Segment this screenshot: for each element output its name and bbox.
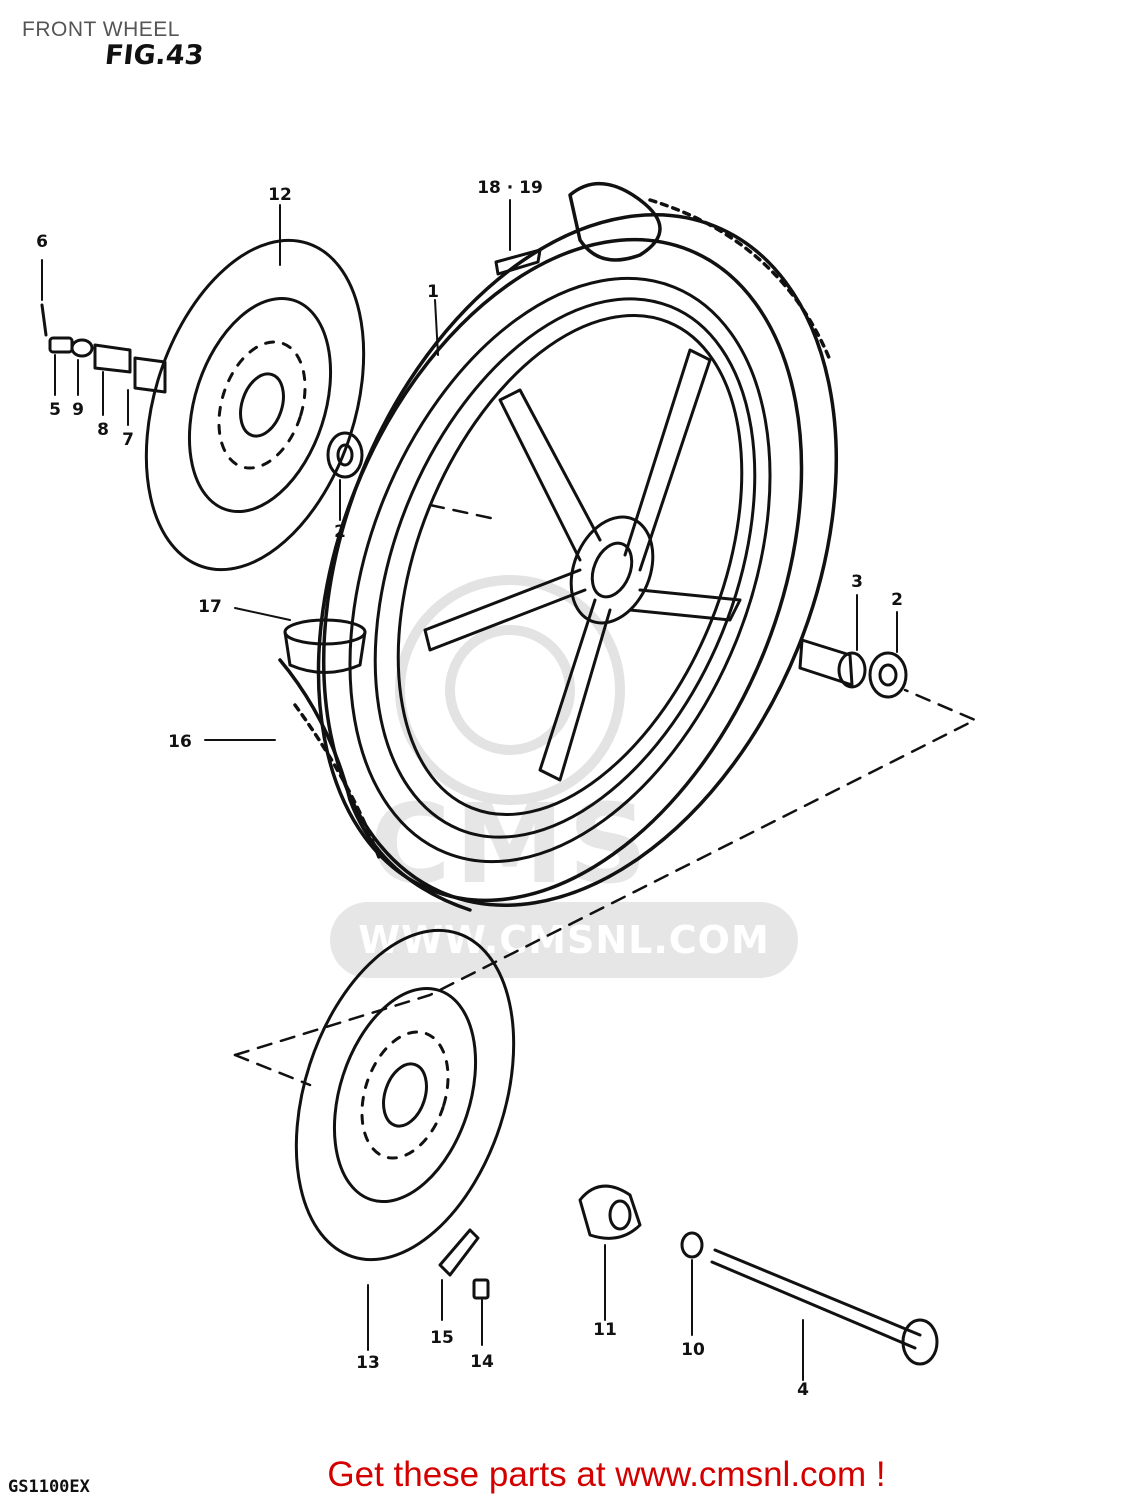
- balancer-weight: [494, 248, 542, 276]
- shop-link-text[interactable]: Get these parts at www.cmsnl.com !: [327, 1455, 886, 1494]
- callout-5: 5: [49, 400, 61, 420]
- page-title: FRONT WHEEL: [22, 18, 180, 41]
- wheel-bearing-left: [326, 431, 364, 479]
- disc-bolt: [438, 1228, 490, 1300]
- brake-disc-right: [294, 928, 516, 1262]
- callout-6: 6: [36, 232, 48, 252]
- callout-14: 14: [470, 1352, 494, 1372]
- speedometer-spacer: [578, 1184, 642, 1240]
- callout-2-right: 2: [891, 590, 903, 610]
- callout-2-left: 2: [334, 522, 346, 542]
- shop-link[interactable]: Get these parts at www.cmsnl.com !: [0, 1455, 1123, 1495]
- callout-13: 13: [356, 1353, 380, 1373]
- callout-16: 16: [168, 732, 192, 752]
- axle-hardware-left: [40, 303, 167, 394]
- axle-washer: [680, 1231, 704, 1259]
- callout-10: 10: [681, 1340, 705, 1360]
- wheel-hub: [569, 515, 655, 625]
- valve-cap: [283, 618, 367, 674]
- callout-7: 7: [122, 430, 134, 450]
- callout-15: 15: [430, 1328, 454, 1348]
- tire: [278, 182, 838, 912]
- brake-disc-left: [144, 238, 366, 572]
- wheel-spokes: [423, 348, 742, 782]
- callout-3: 3: [851, 572, 863, 592]
- callout-4: 4: [797, 1380, 809, 1400]
- model-code: GS1100EX: [8, 1477, 90, 1497]
- callout-17: 17: [198, 597, 222, 617]
- callout-18-19: 18 · 19: [477, 178, 543, 198]
- callout-8: 8: [97, 420, 109, 440]
- front-axle: [710, 1248, 939, 1366]
- wheel-rim: [348, 276, 772, 864]
- axle-spacer-right: [798, 638, 908, 699]
- watermark-url: WWW.CMSNL.COM: [330, 902, 798, 978]
- callout-1: 1: [427, 282, 439, 302]
- leader-lines: [41, 199, 898, 1381]
- assembly-guide-lines: [233, 503, 977, 1087]
- callout-12: 12: [268, 185, 292, 205]
- callout-11: 11: [593, 1320, 617, 1340]
- callout-9: 9: [72, 400, 84, 420]
